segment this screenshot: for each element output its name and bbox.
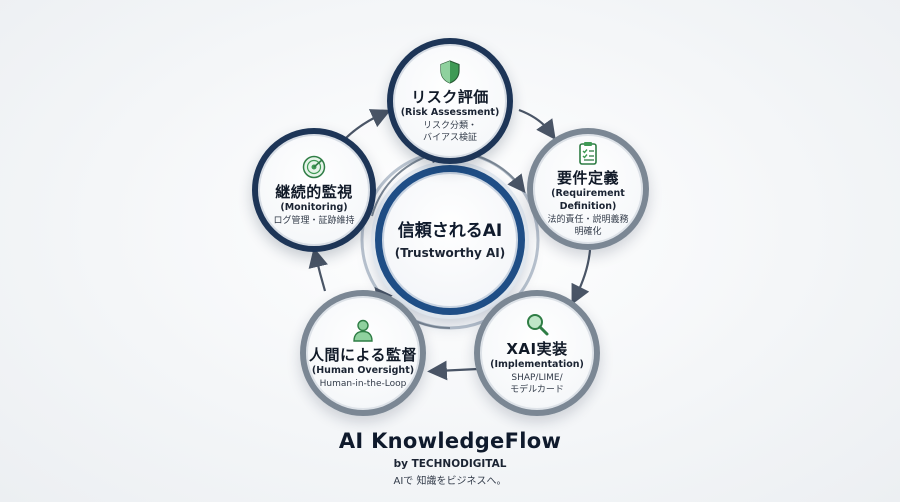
node-xai-implementation: XAI実装 (Implementation) SHAP/LIME/ モデルカード [474, 290, 600, 416]
clipboard-checklist-icon [575, 140, 601, 166]
node-title-en: (Implementation) [490, 358, 584, 370]
node-title-jp: 要件定義 [556, 169, 619, 187]
node-title-jp: リスク評価 [411, 87, 489, 106]
node-monitoring: 継続的監視 (Monitoring) ログ管理・証跡維持 [252, 128, 376, 252]
node-description: Human-in-the-Loop [319, 378, 407, 389]
arrow-xai-to-human [427, 360, 479, 381]
shield-icon [437, 59, 463, 85]
node-title-jp: 継続的監視 [275, 182, 353, 201]
node-description: リスク分類・ バイアス検証 [422, 120, 477, 143]
node-title-jp: 人間による監督 [308, 345, 418, 364]
radar-icon [301, 154, 327, 180]
center-title-en: (Trustworthy AI) [394, 245, 506, 260]
brand-tagline: AIで 知識をビジネスへ。 [393, 476, 507, 487]
node-human-oversight: 人間による監督 (Human Oversight) Human-in-the-L… [300, 290, 426, 416]
node-title-en: (Human Oversight) [311, 364, 415, 376]
center-title-jp: 信頼されるAI [397, 220, 503, 241]
node-title-en: (Requirement Definition) [551, 188, 625, 212]
arrow-risk-to-requirement [518, 108, 556, 141]
arrow-requirement-to-xai [571, 249, 592, 305]
node-description: 法的責任・説明義務 明確化 [547, 215, 629, 237]
person-icon [350, 317, 376, 343]
node-description: ログ管理・証跡維持 [273, 215, 355, 226]
node-risk-assessment: リスク評価 (Risk Assessment) リスク分類・ バイアス検証 [387, 38, 513, 164]
magnifier-icon [524, 311, 550, 337]
footer-branding: AI KnowledgeFlow by TECHNODIGITAL AIで 知識… [0, 428, 900, 488]
node-description: SHAP/LIME/ モデルカード [510, 372, 564, 395]
brand-name: AI KnowledgeFlow [338, 429, 562, 453]
node-title-en: (Monitoring) [280, 201, 348, 213]
node-requirement-definition: 要件定義 (Requirement Definition) 法的責任・説明義務 … [527, 128, 649, 250]
node-title-en: (Risk Assessment) [400, 106, 500, 118]
node-title-jp: XAI実装 [506, 339, 568, 358]
brand-byline: by TECHNODIGITAL [393, 458, 507, 470]
arrow-human-to-monitoring [308, 247, 328, 292]
center-trustworthy-ai: 信頼されるAI (Trustworthy AI) [375, 165, 525, 315]
